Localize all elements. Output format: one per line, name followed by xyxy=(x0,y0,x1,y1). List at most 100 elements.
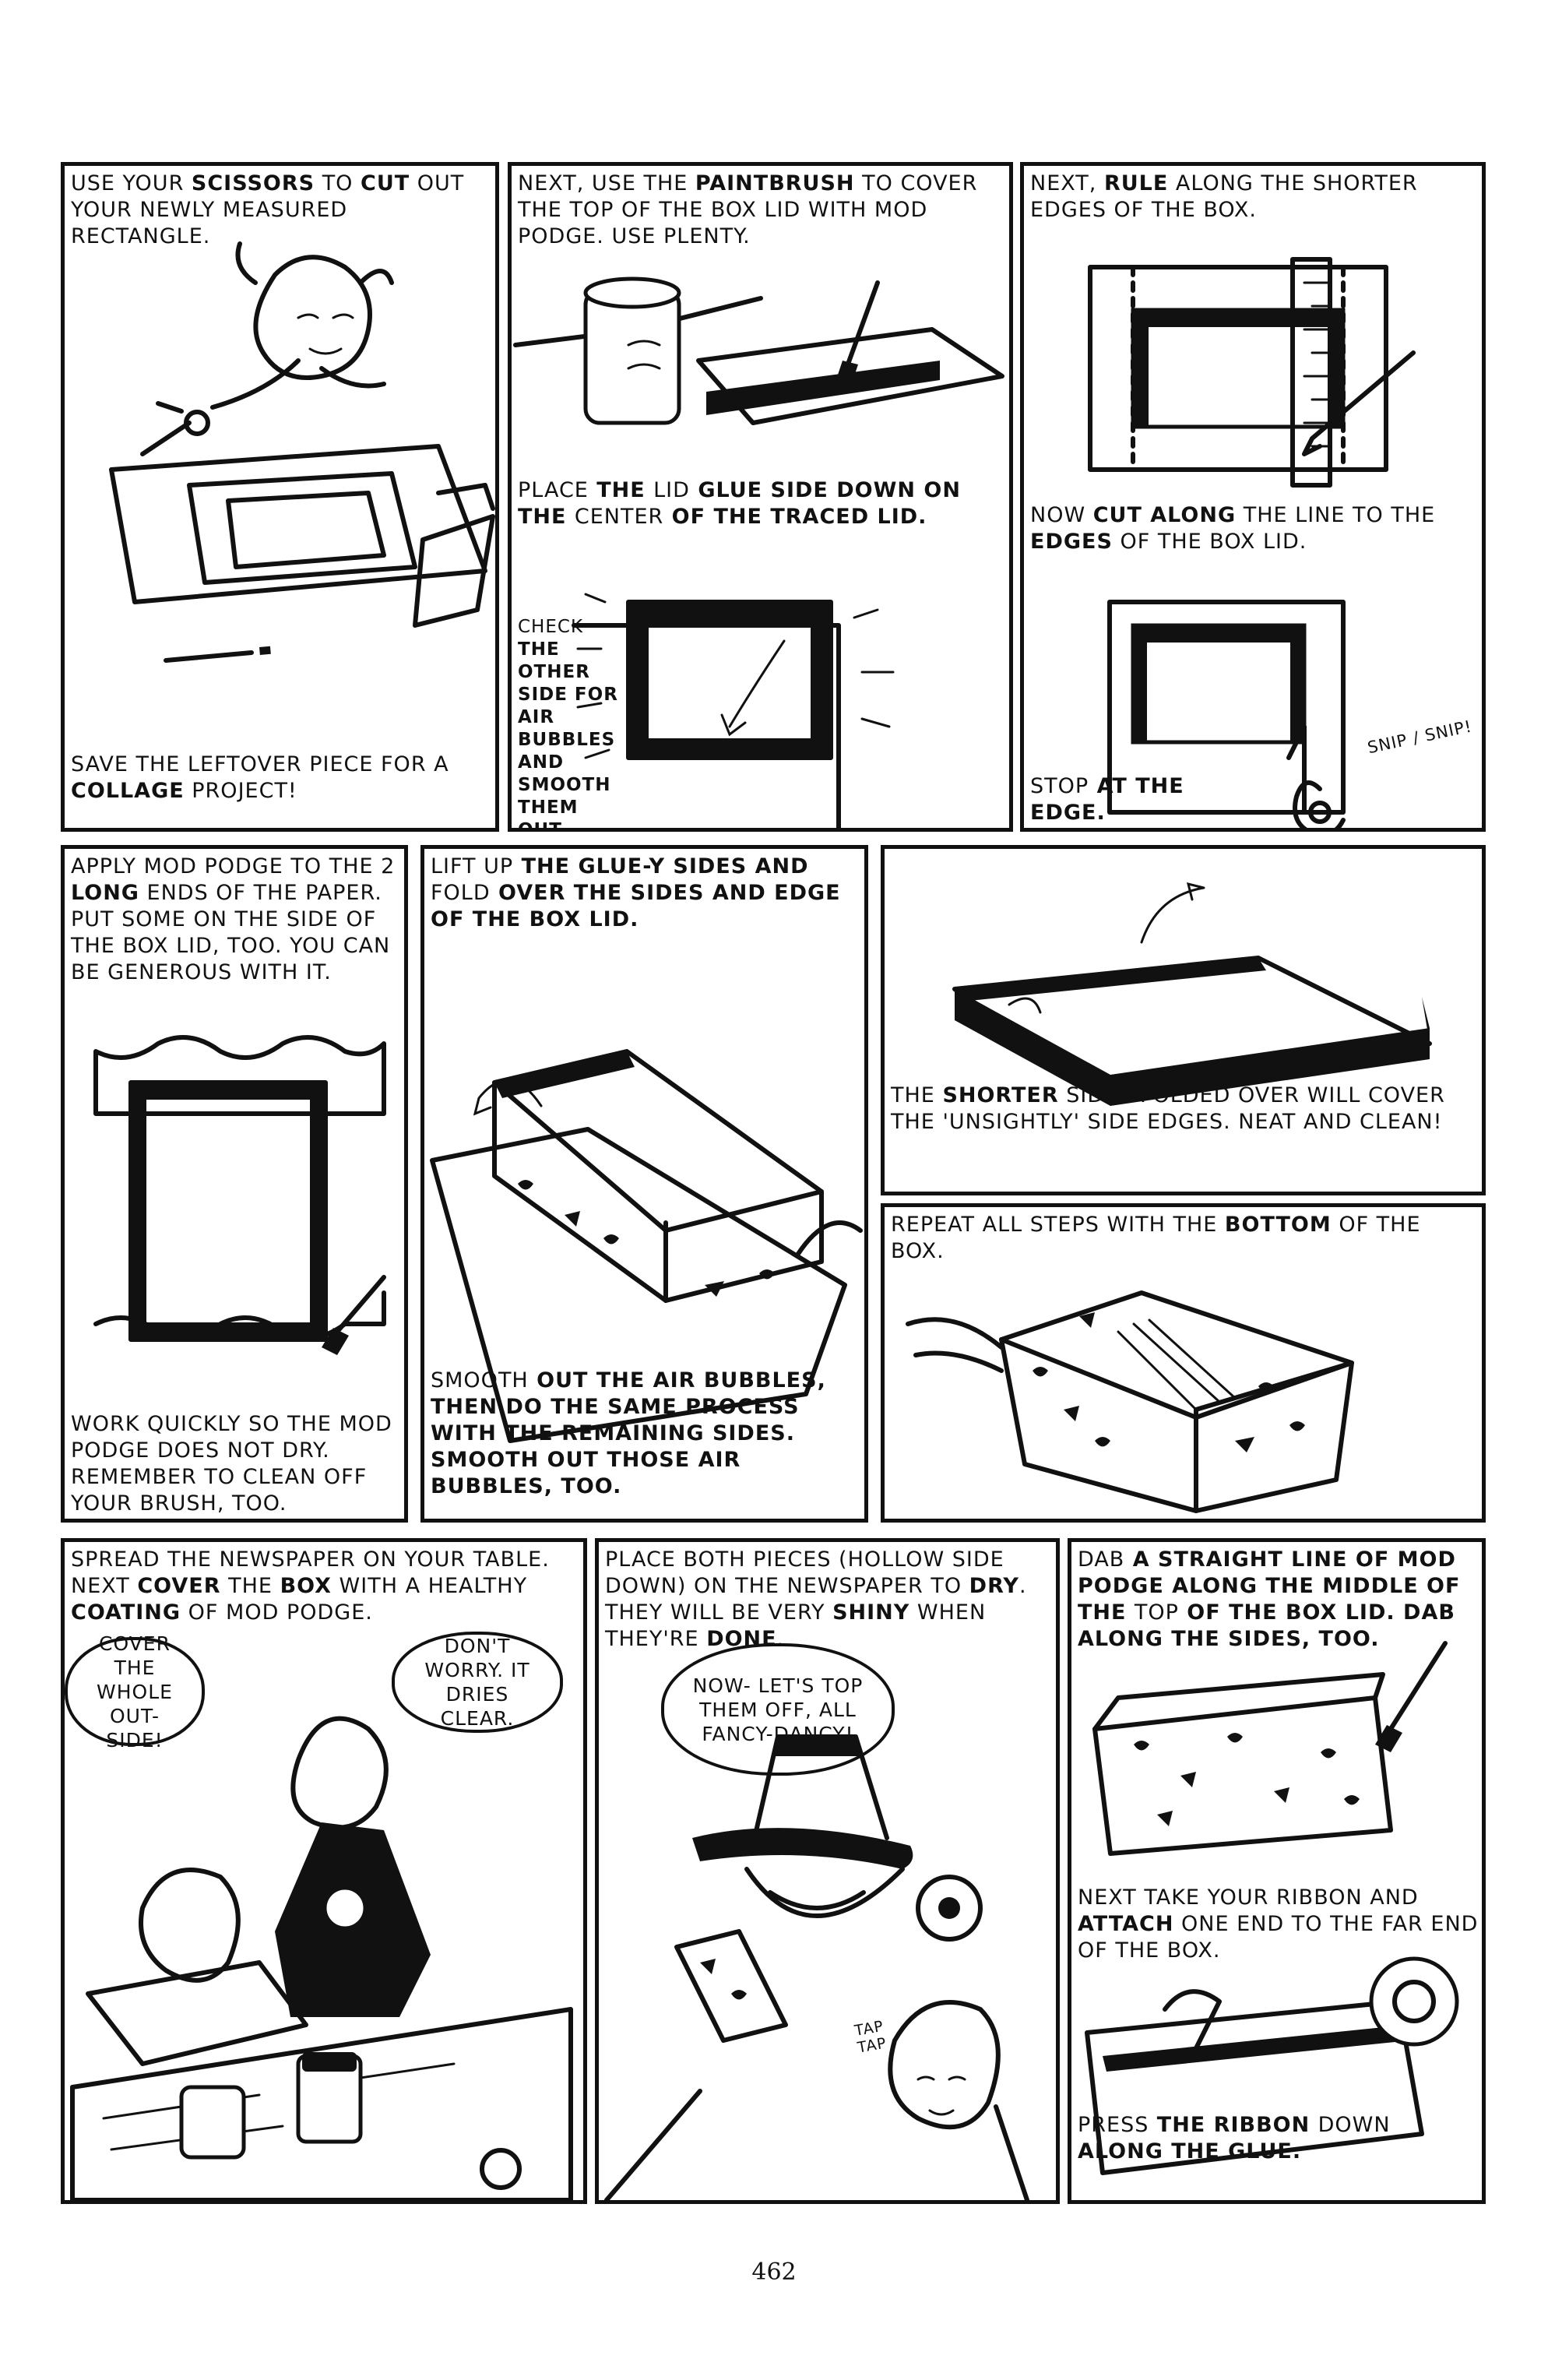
caption-bottom: SMOOtH out the AIR BUBBLeS, theN DO the … xyxy=(431,1368,863,1500)
caption-text: SIDeS FOLDeD OVeR WILL CoveR the 'UNSIGH… xyxy=(891,1083,1445,1134)
caption-emphasis: the GLue-Y Sides and xyxy=(513,854,809,878)
caption-text: tOP xyxy=(1134,1600,1179,1625)
caption-emphasis: OF the BOX LID. DAB ALONG the SIDeS, too… xyxy=(1078,1600,1455,1651)
caption-top: RePeAt ALL StePS With the BOttOM OF the … xyxy=(891,1212,1475,1265)
caption-text: to xyxy=(315,171,361,195)
speech-bubble-dries-clear: Don't WORRY. It dries cLear. xyxy=(392,1632,563,1733)
caption-emphasis: AttACH xyxy=(1078,1912,1174,1936)
caption-text: DAB xyxy=(1078,1547,1125,1572)
caption-top: Next, RULe ALONG the ShorteR edges OF th… xyxy=(1030,171,1482,224)
caption-emphasis: DRY xyxy=(969,1574,1019,1598)
caption-text: the xyxy=(891,1083,943,1107)
caption-bottom: Save the Leftover Piece FOR A COLLAGe Pr… xyxy=(71,752,495,804)
caption-emphasis: RULe xyxy=(1103,171,1169,195)
caption-text: SPReAD the NeWSPAPeR ON YOUR tABLe. Next xyxy=(71,1547,550,1598)
caption-emphasis: SHORteR xyxy=(942,1083,1059,1107)
caption-text: ONe eND to the FAR eND OF the BOX. xyxy=(1078,1912,1479,1963)
caption-text: out YOUR NEWLY MeasuReD RectANGLe. xyxy=(71,171,465,248)
caption-text: LIft UP xyxy=(431,854,514,878)
caption-text: NOW xyxy=(1030,503,1093,527)
caption-emphasis: OF the TRACeD LID. xyxy=(663,505,927,529)
illustration-box-lid-wrapped xyxy=(952,882,1432,1106)
caption-emphasis: COAtING xyxy=(71,1600,181,1625)
caption-text: Save the Leftover Piece FOR A xyxy=(71,752,449,776)
caption-text: ALONG the ShorteR edges OF the Box. xyxy=(1030,171,1418,222)
caption-emphasis: BOttOM xyxy=(1224,1213,1332,1237)
caption-top: PLAce Both Pieces (HoLLoW Side DoWN) ON … xyxy=(605,1547,1056,1653)
speech-bubble-cover-outside: Cover the WhoLe out-Side! xyxy=(65,1632,205,1752)
caption-emphasis: the other side FOR AIR BUBBLeS AND SMoot… xyxy=(518,639,618,832)
caption-emphasis: A StRAIGHt LiNe OF MOD PODGe ALONG the M… xyxy=(1078,1547,1461,1625)
caption-emphasis: PAINtBRUSH xyxy=(695,171,855,195)
caption-text: Next, xyxy=(1030,171,1104,195)
caption-bottom: StOP At the eDGe. xyxy=(1030,773,1225,826)
caption-emphasis: eDGeS xyxy=(1030,530,1113,554)
caption-emphasis: BOX xyxy=(280,1574,332,1598)
illustration-kids-gluing xyxy=(70,1716,573,2200)
caption-middle: Next tAKe YOUR RIBBON AND AttACH ONe eND… xyxy=(1078,1885,1482,1964)
caption-text: WORK QUICKLY SO the MOD PODGe DOeS NOT D… xyxy=(71,1412,392,1516)
caption-text: SMOOtH xyxy=(431,1368,529,1392)
panel-repeat-bottom: RePeAt ALL StePS With the BOttOM OF the … xyxy=(881,1203,1486,1523)
caption-text: APPLY MOD PODGe to the 2 xyxy=(71,854,396,878)
panel-cover-lid: Next, use the PAINtBRUSH to CoveR the To… xyxy=(508,162,1013,832)
panel-dry: PLAce Both Pieces (HoLLoW Side DoWN) ON … xyxy=(595,1538,1060,2204)
panel-ribbon: DAB A StRAIGHt LiNe OF MOD PODGe ALONG t… xyxy=(1068,1538,1486,2204)
caption-top: Next, use the PAINtBRUSH to CoveR the To… xyxy=(518,171,1008,250)
caption-text: FOLD xyxy=(431,881,491,905)
caption-emphasis: GLue side Down ON the xyxy=(518,478,961,529)
illustration-glue-and-lid xyxy=(513,276,1004,828)
caption-emphasis: SCISSORS xyxy=(191,171,315,195)
caption-text: OF the Box LID. xyxy=(1112,530,1307,554)
caption-emphasis: over the sides and edge of the Box LID. xyxy=(431,881,841,931)
caption-text: . xyxy=(776,1627,785,1651)
caption-text: OF the BOX. xyxy=(891,1213,1421,1263)
caption-text: eNDS OF the PAPeR. Put SOMe ON the SIDe … xyxy=(71,881,391,984)
caption-text: PReSS xyxy=(1078,2113,1149,2137)
caption-emphasis: SHINY xyxy=(832,1600,910,1625)
caption-top: LIft UP the GLue-Y Sides and FOLD over t… xyxy=(431,854,863,933)
caption-top: SPReAD the NeWSPAPeR ON YOUR tABLe. Next… xyxy=(71,1547,583,1626)
caption-text: CHeck xyxy=(518,617,584,637)
caption-text: PLAce Both Pieces (HoLLoW Side DoWN) ON … xyxy=(605,1547,1004,1598)
caption-text: DOWN xyxy=(1318,2113,1391,2137)
caption-bottom: WORK QUICKLY SO the MOD PODGe DOeS NOT D… xyxy=(71,1411,404,1517)
caption-text: the LiNe to the xyxy=(1236,503,1436,527)
panel-cut-rectangle: USE YOUR SCISSORS to CUT out YOUR NEWLY … xyxy=(61,162,499,832)
caption-text: PLAce xyxy=(518,478,589,502)
caption-emphasis: At the eDGe. xyxy=(1030,774,1184,825)
caption-top: USE YOUR SCISSORS to CUT out YOUR NEWLY … xyxy=(71,171,491,250)
caption-middle: PLAce the LID GLue side Down ON the CeNt… xyxy=(518,477,1001,530)
caption-middle: NOW CUt ALONG the LiNe to the eDGeS OF t… xyxy=(1030,502,1478,555)
caption-text: RePeAt ALL StePS With the xyxy=(891,1213,1225,1237)
caption-emphasis: the xyxy=(588,478,654,502)
caption-text: With A HeALtHY xyxy=(331,1574,528,1598)
panel-apply-mod-podge: APPLY MOD PODGe to the 2 LONG eNDS OF th… xyxy=(61,845,408,1523)
caption-side: CHeck the other side FOR AIR BUBBLeS AND… xyxy=(518,616,631,832)
caption-text: Next tAKe YOUR RIBBON AND xyxy=(1078,1885,1419,1910)
panel-cover-box: SPReAD the NeWSPAPeR ON YOUR tABLe. Next… xyxy=(61,1538,587,2204)
caption-text: the xyxy=(220,1574,280,1598)
illustration-witch-and-kid xyxy=(604,1734,1029,2200)
illustration-glue-and-ribbon xyxy=(1085,1641,1459,2175)
caption-emphasis: CUT xyxy=(361,171,410,195)
caption-bottom: the SHORteR SIDeS FOLDeD OVeR WILL CoveR… xyxy=(891,1083,1475,1135)
caption-text: CeNteR xyxy=(574,505,664,529)
caption-emphasis: CUt ALONG xyxy=(1092,503,1237,527)
caption-text: WHeN theY'Re xyxy=(605,1600,987,1651)
caption-top: DAB A StRAIGHt LiNe OF MOD PODGe ALONG t… xyxy=(1078,1547,1482,1653)
caption-text: to CoveR the Top of the Box LID With MOD… xyxy=(518,171,978,248)
page-number: 462 xyxy=(751,2259,797,2286)
illustration-box-bottom-wrapped xyxy=(906,1290,1354,1513)
caption-emphasis: COVeR xyxy=(137,1574,221,1598)
caption-top: APPLY MOD PODGe to the 2 LONG eNDS OF th… xyxy=(71,854,404,986)
panel-rule-edges: Next, RULe ALONG the ShorteR edges OF th… xyxy=(1020,162,1486,832)
caption-emphasis: the RIBBON xyxy=(1149,2113,1318,2137)
illustration-folded-box xyxy=(430,1049,863,1443)
caption-text: StOP xyxy=(1030,774,1089,798)
illustration-glue-long-ends xyxy=(93,1035,386,1355)
caption-text: Project! xyxy=(184,779,297,803)
panel-shorter-sides: the SHORteR SIDeS FOLDeD OVeR WILL CoveR… xyxy=(881,845,1486,1195)
caption-emphasis: LONG xyxy=(71,881,139,905)
caption-bottom: PReSS the RIBBON DOWN ALONG the GLUe. xyxy=(1078,2112,1482,2165)
